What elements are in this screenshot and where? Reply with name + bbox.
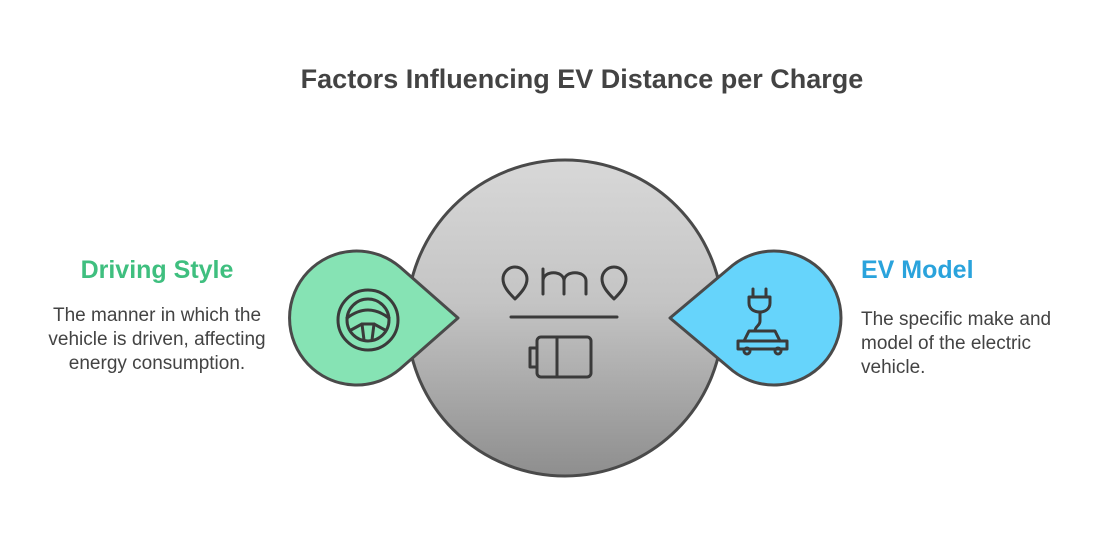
page-title: Factors Influencing EV Distance per Char… (300, 64, 864, 94)
ev-model-description: The specific make and model of the elect… (861, 309, 1052, 378)
driving-style-heading: Driving Style (80, 256, 234, 284)
driving-style-description: The manner in which the vehicle is drive… (48, 305, 266, 374)
driving-style-node (288, 249, 460, 387)
distance-markers-icon (501, 265, 628, 301)
ev-plug-car-icon (736, 287, 789, 356)
steering-wheel-icon (336, 288, 400, 352)
battery-icon (528, 335, 593, 379)
ev-model-node (668, 249, 843, 387)
ev-model-heading: EV Model (861, 256, 974, 284)
